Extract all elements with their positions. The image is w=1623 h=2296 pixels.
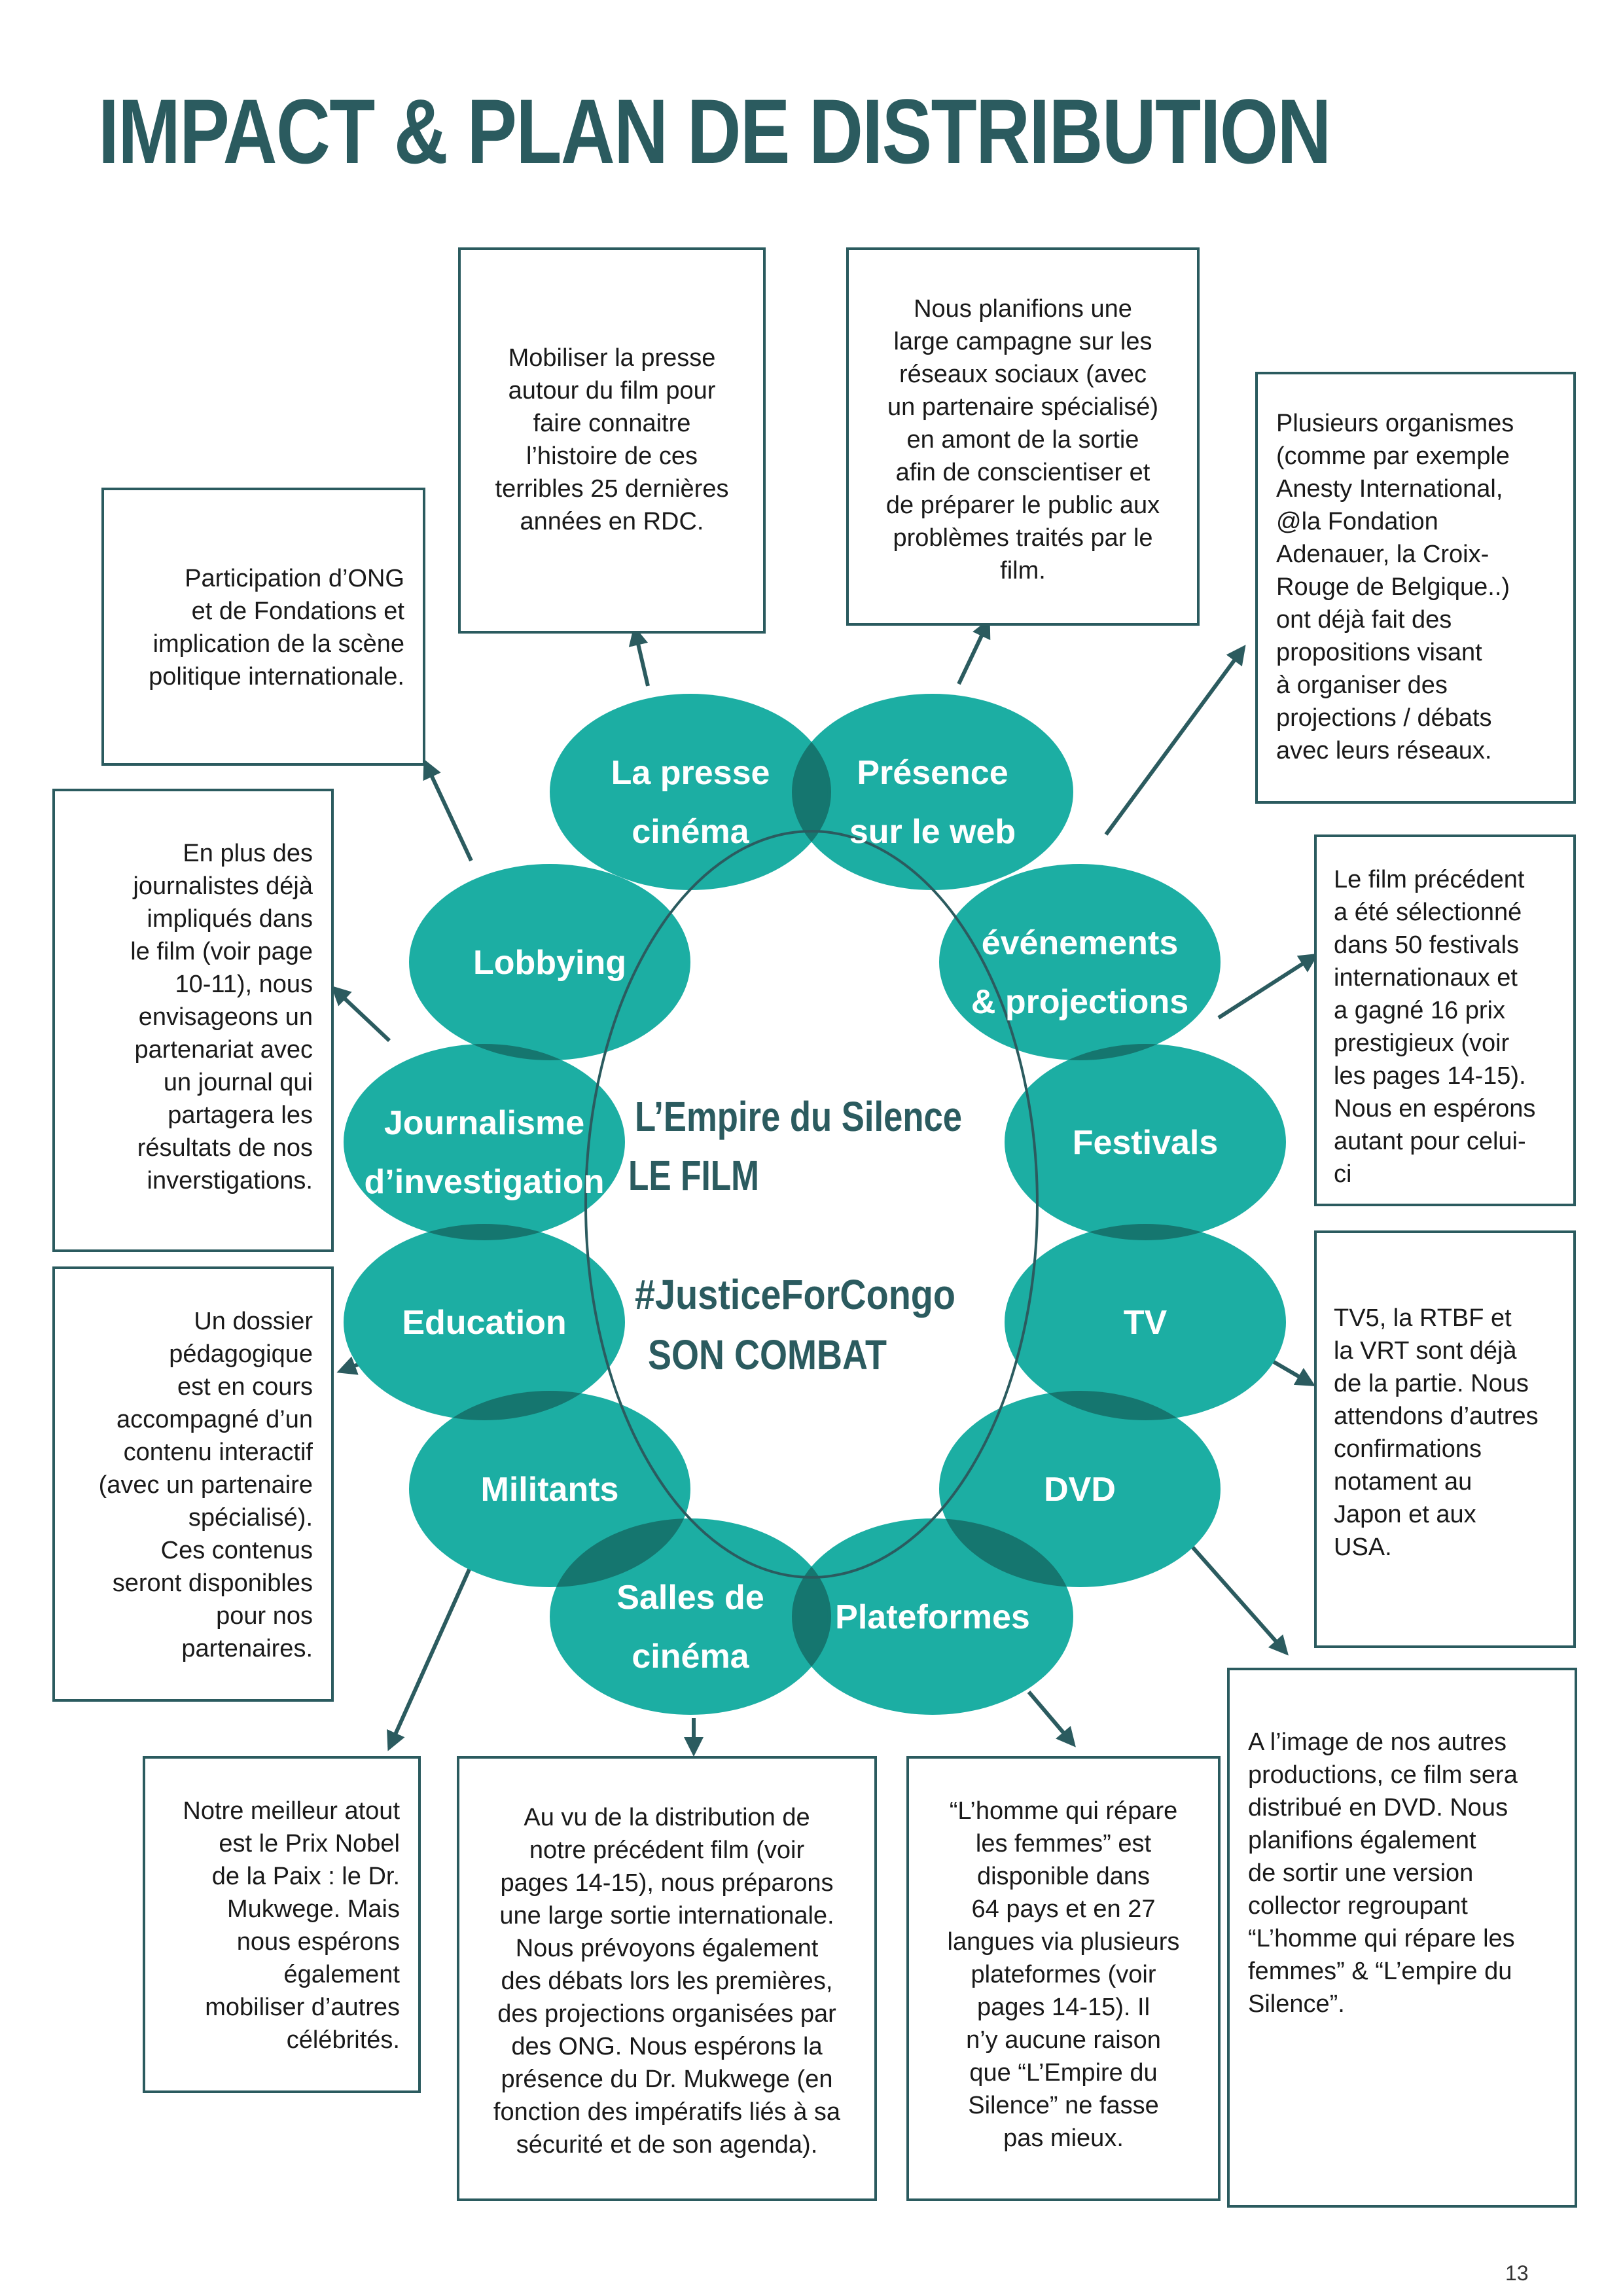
ellipse-ring [344,694,1286,1715]
circle-label-evenements-line2: & projections [971,983,1188,1021]
arrow-evenements [1104,645,1246,836]
circle-label-presse: La presse [611,754,770,792]
circle-label-journalisme-line2: d’investigation [365,1163,605,1201]
box-journalistes: En plus des journalistes déjà impliqués … [52,789,334,1252]
circle-tv [1005,1224,1286,1420]
box-nobel: Notre meilleur atout est le Prix Nobel d… [143,1756,421,2093]
page-number: 13 [1505,2261,1529,2285]
circle-label-presse-line2: cinéma [632,813,749,851]
circle-label-web: Présence [857,754,1008,792]
arrow-presse [628,626,650,687]
box-tv: TV5, la RTBF et la VRT sont déjà de la p… [1314,1230,1576,1648]
circle-web [792,694,1073,890]
circle-label-dvd: DVD [1044,1471,1116,1509]
box-presse: Mobiliser la presse autour du film pour … [458,247,766,634]
center-outline-ellipse [584,830,1039,1579]
center-line-1: L’Empire du Silence [635,1093,962,1140]
page-title: IMPACT & PLAN DE DISTRIBUTION [98,80,1331,183]
circle-education [344,1224,625,1420]
box-web: Nous planifions une large campagne sur l… [846,247,1200,626]
circle-festivals [1005,1044,1286,1240]
circle-label-festivals: Festivals [1073,1124,1219,1162]
box-dvd: A l’image de nos autres productions, ce … [1227,1668,1577,2208]
circle-label-evenements: événements [982,924,1179,962]
circle-lobbying [409,864,690,1060]
arrow-web [957,618,991,685]
center-text: L’Empire du Silence LE FILM #JusticeForC… [628,1093,962,1378]
box-organismes: Plusieurs organismes (comme par exemple … [1255,372,1576,804]
box-ong: Participation d’ONG et de Fondations et … [101,488,425,766]
arrow-festivals [1217,953,1319,1020]
center-line-2: LE FILM [628,1152,759,1199]
circle-label-salles: Salles de [616,1579,764,1617]
circle-label-web-line2: sur le web [849,813,1016,851]
circle-label-militants: Militants [481,1471,619,1509]
circle-label-salles-line2: cinéma [632,1638,749,1676]
arrow-dvd [1183,1537,1289,1656]
center-line-3: #JusticeForCongo [635,1271,955,1318]
circle-label-plateformes: Plateformes [835,1598,1030,1636]
circle-label-education: Education [402,1304,566,1342]
center-line-4: SON COMBAT [648,1331,887,1378]
arrow-tv [1272,1359,1316,1387]
circle-presse [550,694,831,890]
arrow-journalisme [330,985,391,1043]
box-festivals: Le film précédent a été sélectionné dans… [1314,834,1576,1206]
arrow-militants [387,1556,476,1751]
overlap-dvd [939,1518,1073,1587]
box-plateformes: “L’homme qui répare les femmes” est disp… [906,1756,1221,2201]
overlap-salles [550,1518,690,1587]
circle-label-journalisme: Journalisme [384,1104,584,1142]
circle-journalisme [344,1044,625,1240]
box-dossier: Un dossier pédagogique est en cours acco… [52,1266,334,1702]
box-distribution: Au vu de la distribution de notre précéd… [457,1756,877,2201]
circle-label-tv: TV [1124,1304,1168,1342]
arrow-lobbying [423,759,473,862]
circle-label-lobbying: Lobbying [473,944,626,982]
arrow-plateformes [1027,1691,1076,1748]
circle-evenements [939,864,1221,1060]
connector-arrows [330,618,1319,1757]
